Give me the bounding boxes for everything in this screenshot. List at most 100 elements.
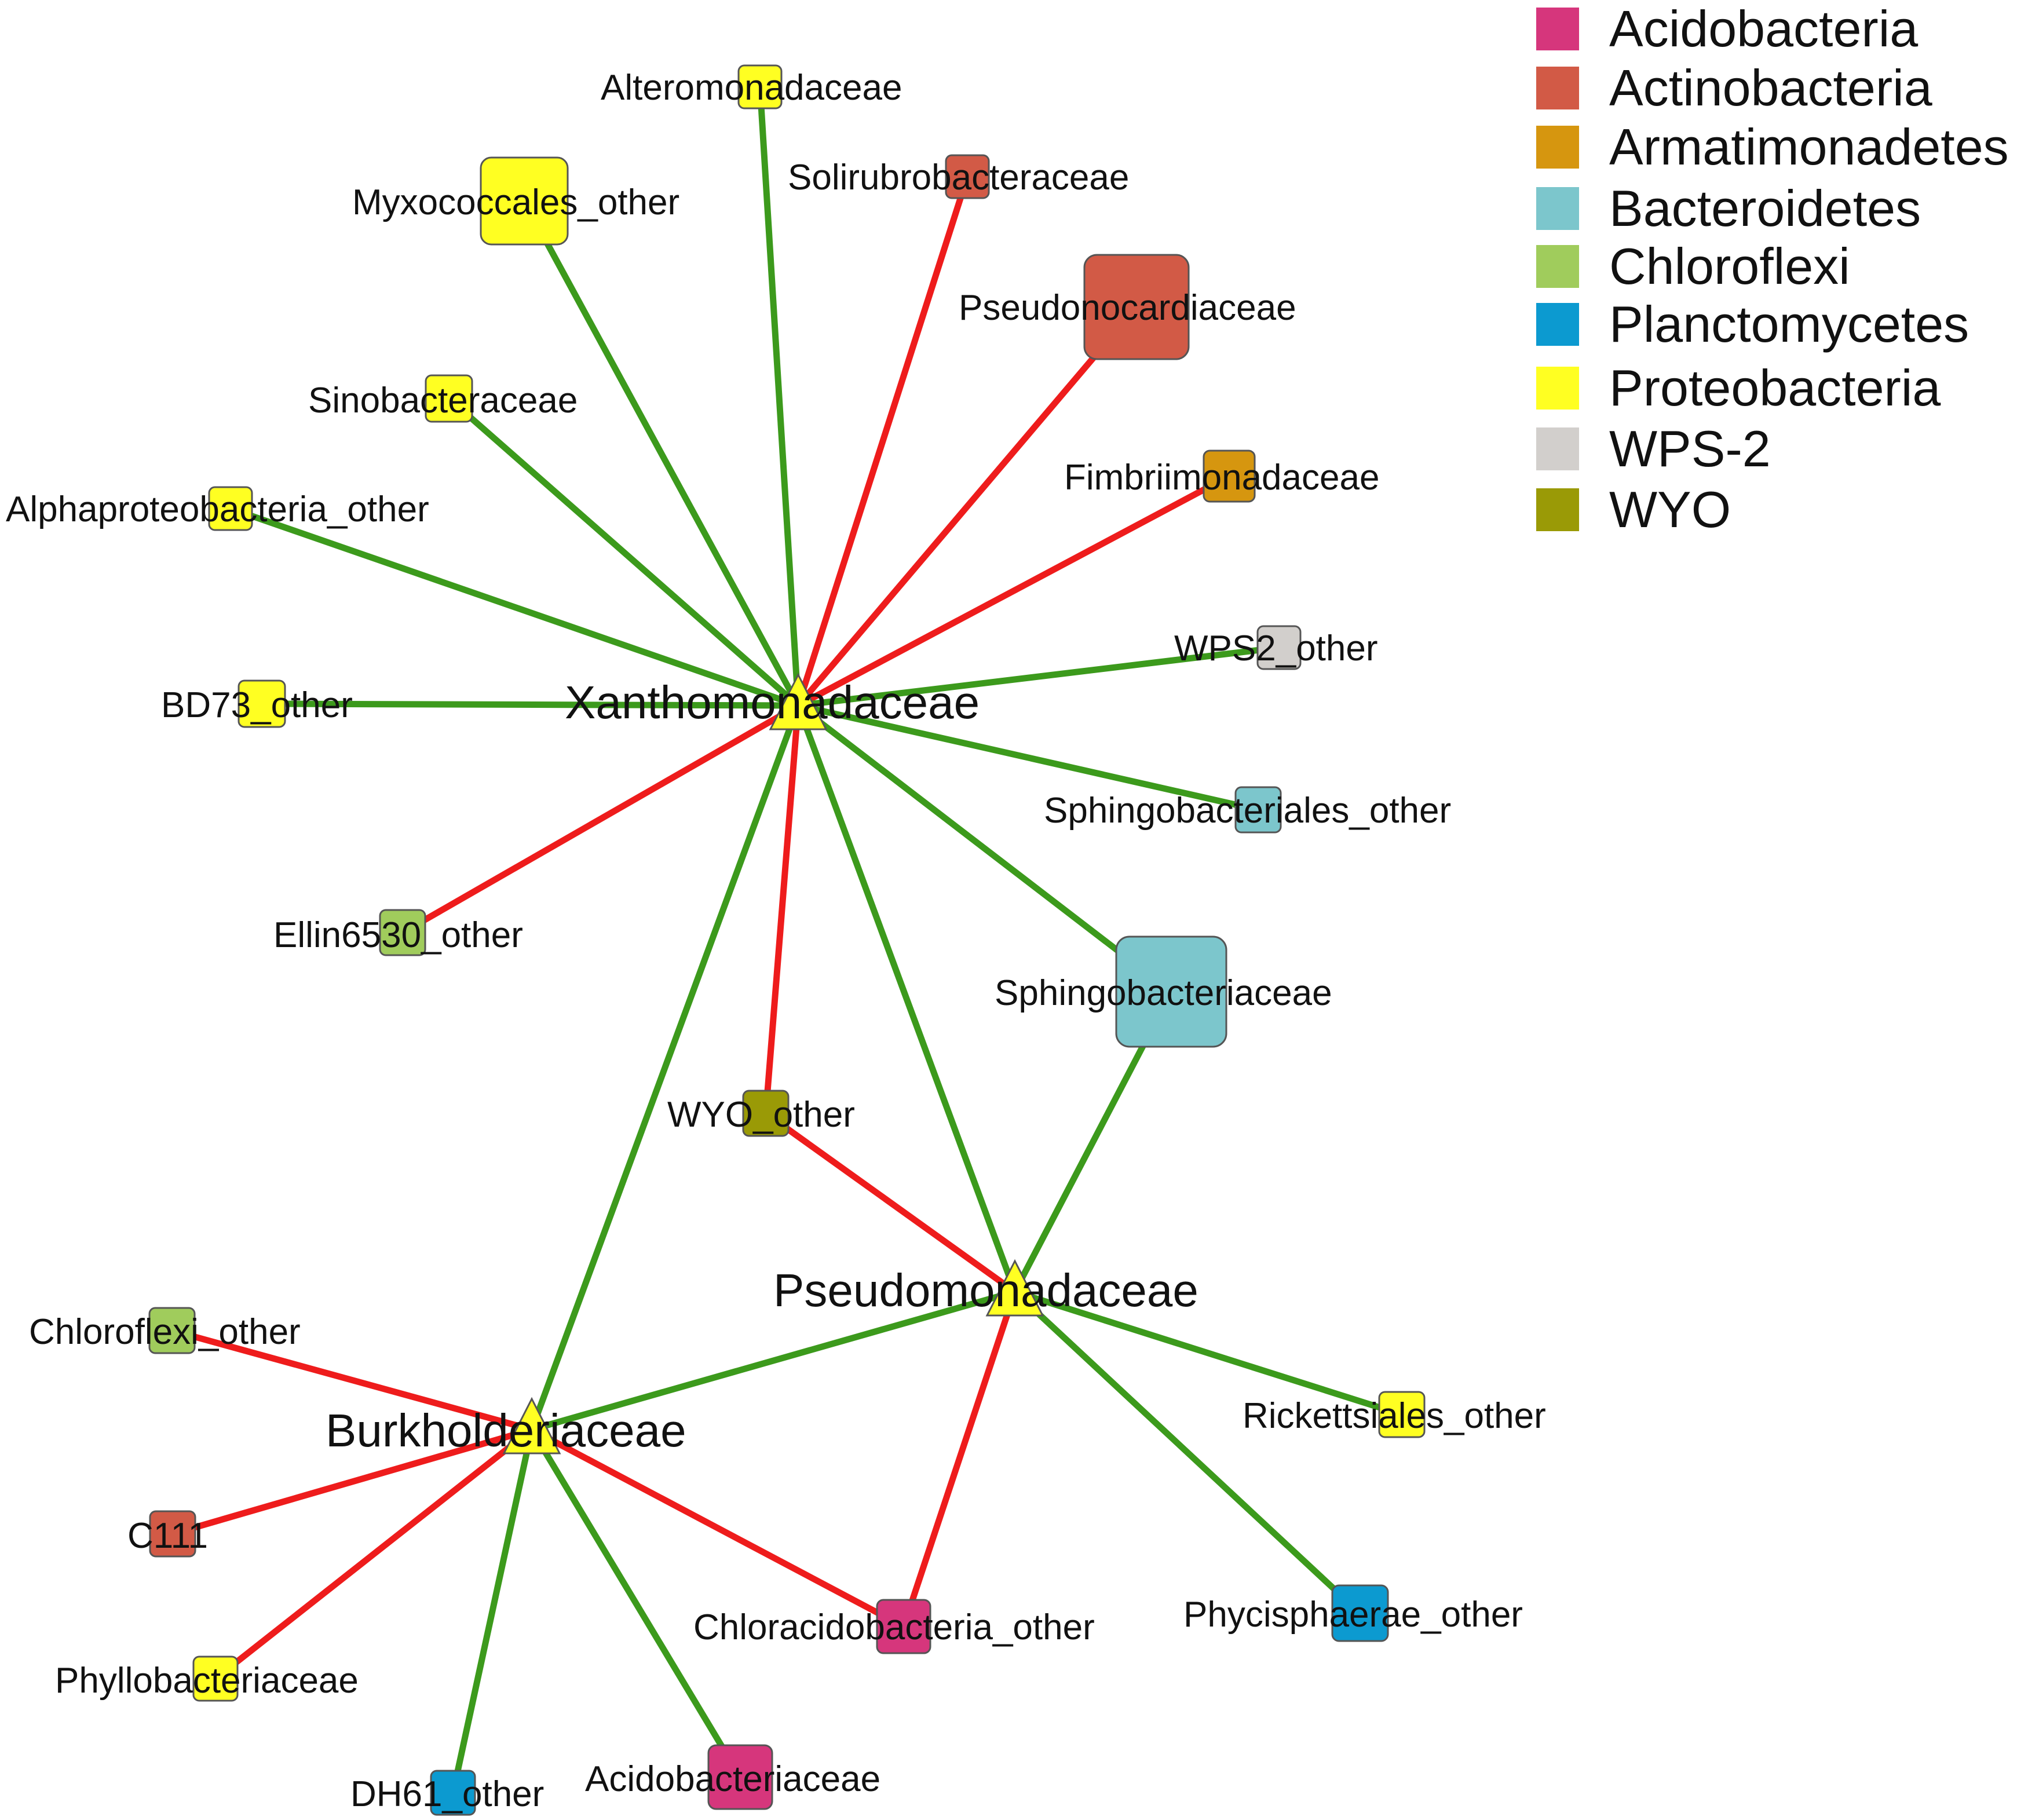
node-label-psc: Pseudonocardiaceae [959,288,1296,328]
edge-bur-cha [530,1427,905,1629]
edge-bur-phl [213,1427,534,1682]
node-label-ell: Ellin6530_other [273,915,523,955]
node-c11[interactable] [149,1510,196,1558]
node-dh6[interactable] [430,1770,476,1816]
edge-xan-alt [757,86,802,706]
hub-label-pse: Pseudomonadaceae [773,1265,1198,1316]
legend-item: Armatimonadetes [1536,118,2009,176]
edge-bur-chl [171,1327,533,1433]
hub-node-pse[interactable] [985,1259,1044,1317]
legend-item: Proteobacteria [1536,359,1941,416]
node-label-cha: Chloracidobacteria_other [693,1607,1095,1647]
legend-label: Actinobacteria [1609,59,1932,116]
node-label-wps: WPS2_other [1174,628,1378,668]
node-spa[interactable] [1115,935,1227,1048]
legend-label: Armatimonadetes [1609,118,2009,176]
hub-node-bur[interactable] [502,1397,561,1454]
legend-swatch [1536,488,1579,531]
legend-swatch [1536,126,1579,169]
node-phl[interactable] [192,1655,239,1702]
edge-xan-ell [401,703,800,935]
legend-swatch [1536,67,1579,109]
node-ric[interactable] [1378,1391,1426,1438]
edge-xan-sin [447,396,801,708]
legend-swatch [1536,187,1579,230]
node-label-phy: Phycisphaerae_other [1183,1595,1523,1635]
node-wps[interactable] [1256,625,1302,670]
edge-xan-wps [798,644,1280,709]
legend-label: Bacteroidetes [1609,180,1921,237]
node-label-ric: Rickettsiales_other [1243,1396,1546,1436]
node-phy[interactable] [1331,1584,1389,1642]
legend-item: WPS-2 [1536,420,1771,477]
node-label-sin: Sinobacteraceae [308,381,578,421]
node-sph[interactable] [1234,786,1282,834]
node-label-fim: Fimbriimonadaceae [1064,458,1379,498]
node-label-spa: Sphingobacteriaceae [995,973,1332,1013]
legend-item: Planctomycetes [1536,295,1969,353]
edge-xan-wyo [762,705,802,1114]
legend-item: Acidobacteria [1536,0,1919,57]
legend-item: Chloroflexi [1536,237,1850,295]
node-label-alp: Alphaproteobacteria_other [6,489,429,529]
edge-wyo-pse [763,1110,1017,1295]
edge-xan-sph [797,702,1259,813]
legend-item: Actinobacteria [1536,59,1932,116]
edge-xan-bur [528,704,802,1431]
edge-pse-cha [900,1291,1018,1628]
node-chl[interactable] [148,1307,196,1354]
edge-bur-c11 [171,1426,533,1537]
node-wyo[interactable] [742,1090,790,1137]
edge-pse-ric [1014,1288,1403,1418]
legend-label: WYO [1609,481,1731,538]
edge-bur-aci [529,1428,743,1779]
node-label-chl: Chloroflexi_other [29,1312,301,1352]
node-myx[interactable] [480,156,569,246]
node-alp[interactable] [208,486,253,531]
legend-item: Bacteroidetes [1536,180,1921,237]
hub-node-xan[interactable] [769,673,828,730]
edge-bur-dh6 [450,1428,535,1794]
legend-item: WYO [1536,481,1731,538]
edge-xan-psc [795,305,1139,708]
node-label-dh6: DH61_other [350,1774,544,1814]
legend-swatch [1536,8,1579,50]
legend-label: Chloroflexi [1609,237,1850,295]
legend-label: Proteobacteria [1609,359,1941,416]
node-aci[interactable] [707,1744,773,1810]
node-label-myx: Myxococcales_other [352,182,679,222]
edges-layer [171,86,1403,1794]
legend-label: Planctomycetes [1609,295,1969,353]
labels-layer: XanthomonadaceaePseudomonadaceaeBurkhold… [6,68,1546,1814]
edge-pse-bur [531,1288,1016,1433]
legend-swatch [1536,367,1579,410]
node-sin[interactable] [425,374,473,423]
edge-xan-fim [796,473,1231,708]
edge-xan-alp [229,505,799,709]
legend-swatch [1536,427,1579,470]
node-label-bd7: BD73_other [161,685,353,725]
legend-label: WPS-2 [1609,420,1771,477]
node-alt[interactable] [737,64,783,109]
node-cha[interactable] [876,1599,931,1654]
legend-swatch [1536,245,1579,288]
node-psc[interactable] [1083,254,1190,360]
node-bd7[interactable] [237,679,286,728]
node-label-sph: Sphingobacteriales_other [1044,791,1451,831]
node-label-phl: Phyllobacteriaceae [55,1661,359,1701]
node-label-c11: C111 [127,1516,208,1556]
node-fim[interactable] [1203,449,1256,503]
edge-xan-spa [796,703,1174,995]
node-sol[interactable] [945,154,990,199]
edge-pse-phy [1013,1289,1362,1616]
hub-label-xan: Xanthomonadaceae [565,677,980,728]
edge-xan-bd7 [261,700,799,709]
nodes-layer [148,64,1426,1816]
node-label-sol: Solirubrobacteraceae [788,158,1129,198]
edge-xan-myx [521,199,801,707]
legend-label: Acidobacteria [1609,0,1919,57]
hub-label-bur: Burkholderiaceae [326,1405,686,1456]
node-ell[interactable] [379,909,426,956]
node-label-alt: Alteromonadaceae [601,68,902,108]
